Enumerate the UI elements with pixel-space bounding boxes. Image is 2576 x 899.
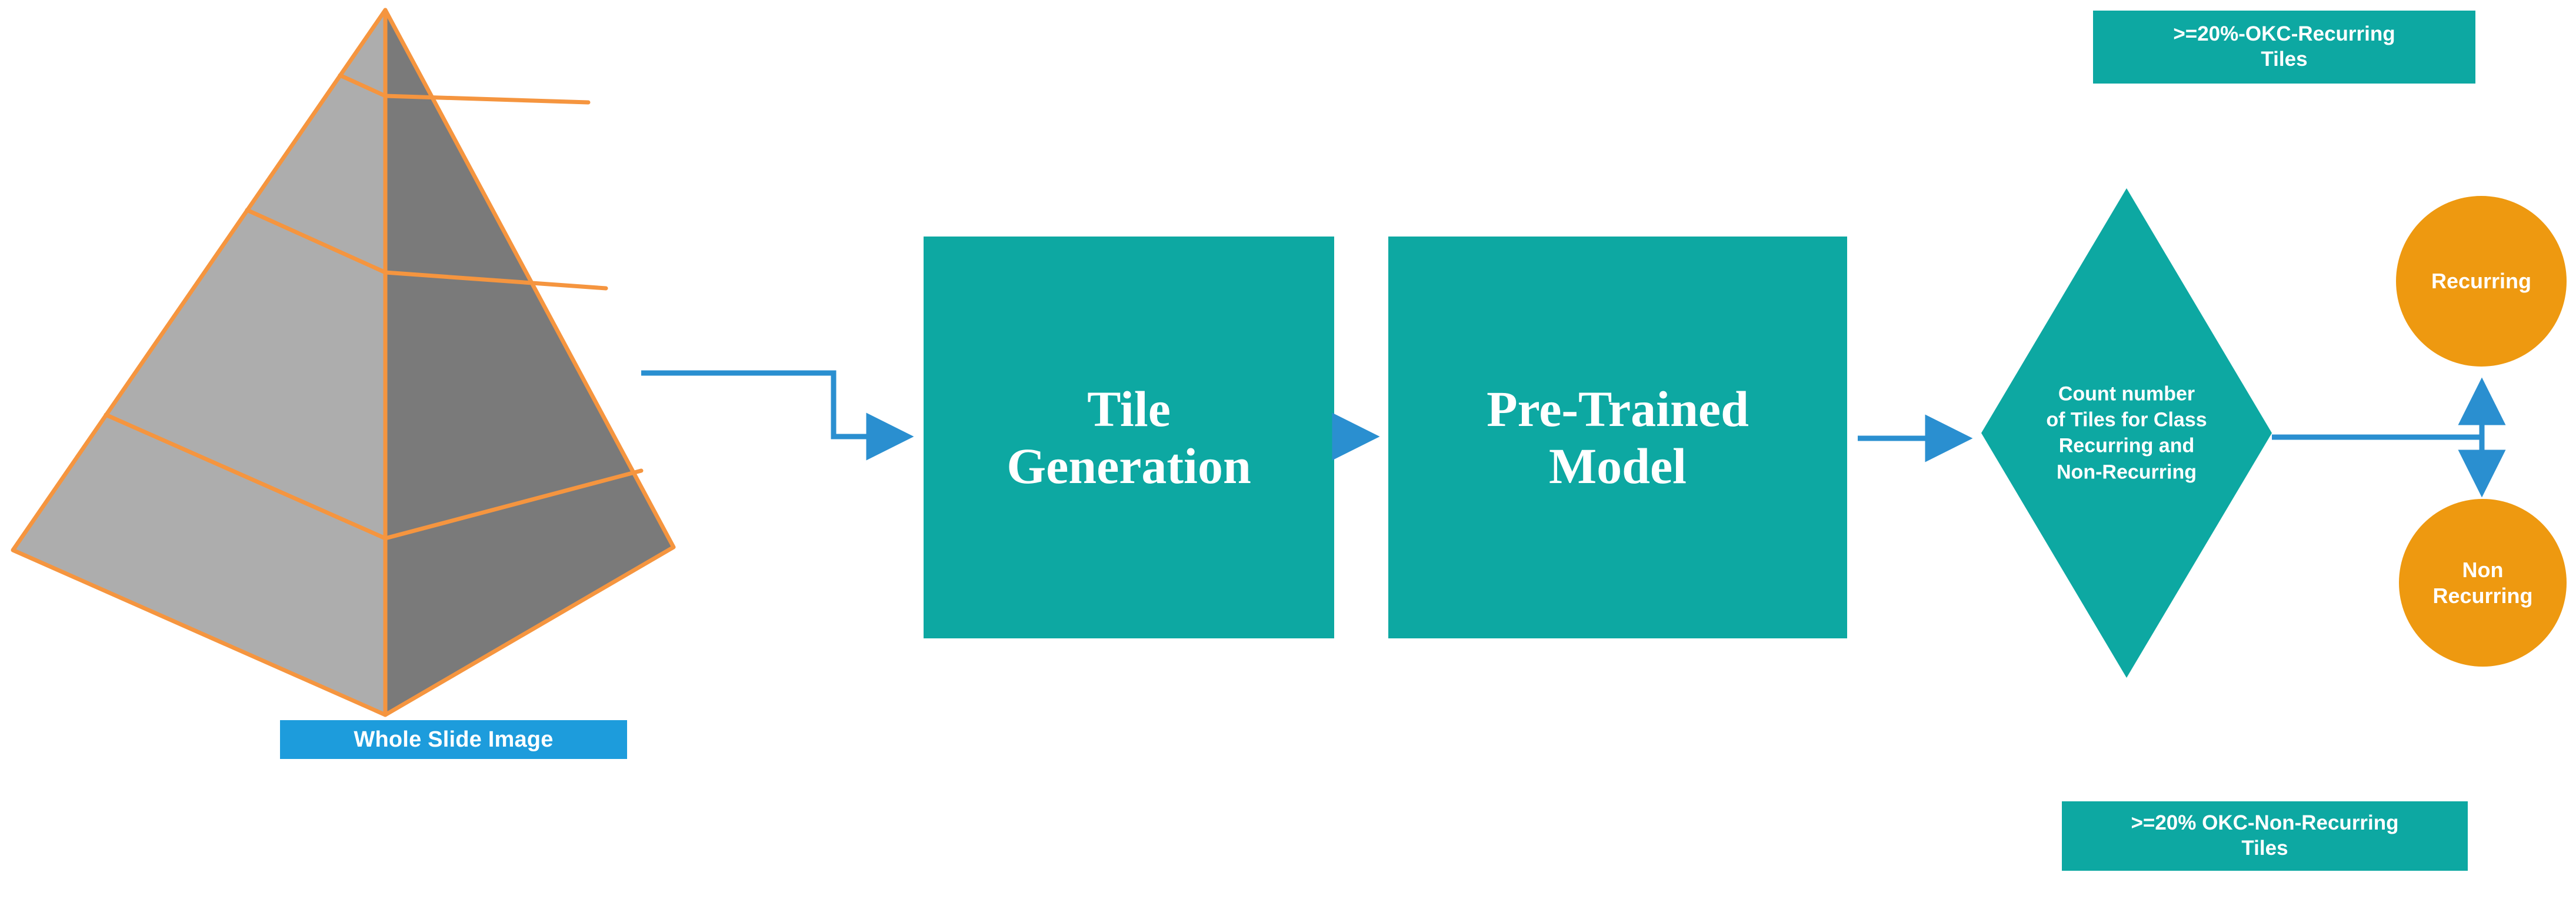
decision-diamond-label: Count number of Tiles for Class Recurrin…: [2046, 382, 2207, 484]
pyramid-left-face: [11, 8, 388, 717]
process-box-pre-trained-model[interactable]: Pre-Trained Model: [1388, 237, 1847, 638]
outcome-circle-non-recurring[interactable]: Non Recurring: [2399, 499, 2567, 667]
whole-slide-image-pyramid[interactable]: [0, 0, 706, 735]
process-box-tile-generation[interactable]: Tile Generation: [924, 237, 1334, 638]
pyramid-right-face: [383, 8, 676, 717]
decision-diamond-count-tiles[interactable]: Count number of Tiles for Class Recurrin…: [1981, 188, 2272, 678]
pyramid-icon: [11, 8, 676, 717]
annotation-label-non-recurring-tiles: >=20% OKC-Non-Recurring Tiles: [2062, 801, 2468, 871]
whole-slide-image-caption: Whole Slide Image: [280, 720, 627, 759]
outcome-circle-recurring[interactable]: Recurring: [2396, 196, 2567, 367]
pyramid-tier-dividers: [104, 73, 644, 541]
annotation-label-recurring-tiles: >=20%-OKC-Recurring Tiles: [2093, 11, 2475, 84]
connector-decision-to-outcomes: [2272, 377, 2506, 498]
